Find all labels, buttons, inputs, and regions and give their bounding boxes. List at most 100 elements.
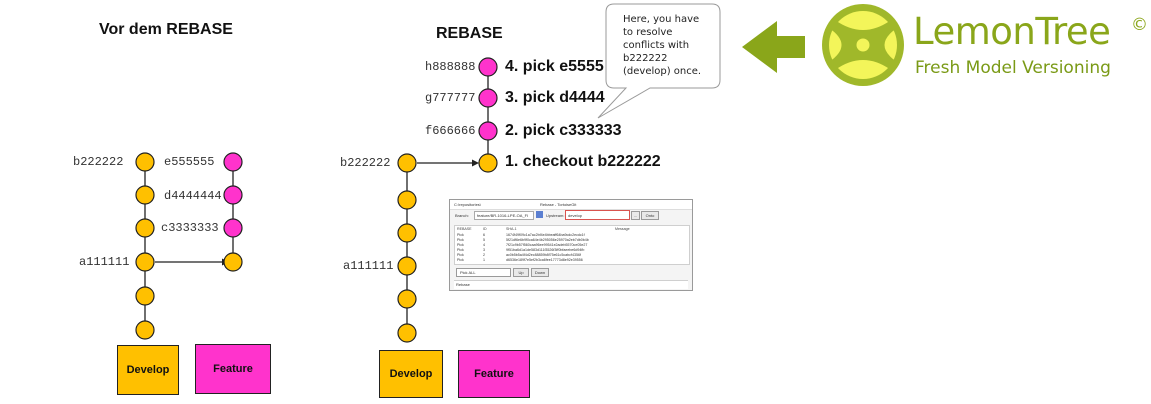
left-develop-node [135, 320, 155, 340]
mid-develop-node [397, 289, 417, 309]
col-message: Message [615, 227, 630, 231]
upstream-value: develop [568, 213, 583, 218]
row-id: 2 [483, 253, 485, 257]
table-row[interactable]: Pick 1 d6536e189f7e5ef2b3ca6fee17773d8e9… [455, 258, 689, 263]
row-sha: 9f51ba6d1a1de583d111f3526f3ff0bfaeebe6d9… [506, 248, 585, 252]
mid-checkout-arrowhead [472, 159, 479, 167]
row-action: Pick [457, 238, 464, 242]
mid-feature-box: Feature [458, 350, 530, 398]
mid-node-h888888 [478, 57, 498, 77]
mid-develop-node [397, 190, 417, 210]
row-sha: d6536e189f7e5ef2b3ca6fee17773d8e92e39556 [506, 258, 583, 262]
row-action: Pick [457, 253, 464, 257]
row-action: Pick [457, 248, 464, 252]
row-sha: 5f21df6e6b9f0ca64e4b295056e25970a2eb7db0… [506, 238, 589, 242]
rebase-dialog: C:\repositories\ Rebase - TortoiseGit Br… [449, 199, 693, 291]
logo-tagline: Fresh Model Versioning [915, 58, 1111, 78]
step-hash: f666666 [425, 124, 476, 138]
left-node-b222222 [135, 152, 155, 172]
mid-develop-node [397, 323, 417, 343]
dialog-title: Rebase - TortoiseGit [540, 202, 577, 207]
row-id: 1 [483, 258, 485, 262]
col-id: ID [483, 227, 487, 231]
left-feature-base-node [223, 252, 243, 272]
branch-label: Branch: [455, 213, 469, 218]
step-text: 1. checkout b222222 [505, 153, 661, 170]
col-sha: SHA-1 [506, 227, 517, 231]
mid-node-checkout [478, 153, 498, 173]
green-arrow-icon [742, 21, 805, 73]
mid-label-b222222: b222222 [340, 156, 391, 170]
mid-develop-box: Develop [379, 350, 443, 398]
step-hash: h888888 [425, 60, 476, 74]
callout-line: Here, you have [623, 14, 700, 25]
left-feature-box: Feature [195, 344, 271, 394]
left-node-a111111 [135, 252, 155, 272]
col-rebase: REBASE [457, 227, 472, 231]
lemontree-logo-icon [822, 4, 904, 86]
dialog-titlebar: C:\repositories\ Rebase - TortoiseGit [450, 200, 692, 210]
table-row[interactable]: Pick 2 ac0b5b5a4f4d2ec88859b8f75e61c5cab… [455, 253, 689, 258]
upstream-label: Upstream: [546, 213, 565, 218]
row-action: Pick [457, 233, 464, 237]
dialog-path: C:\repositories\ [454, 202, 481, 207]
step-text: 3. pick d4444 [505, 89, 605, 106]
table-row[interactable]: Pick 3 9f51ba6d1a1de583d111f3526f3ff0bfa… [455, 248, 689, 253]
onto-button[interactable]: Onto [641, 211, 659, 220]
branch-value: feature/BR-1016-LPE-OA_FI [477, 213, 529, 218]
callout-line: conflicts with [623, 40, 690, 51]
left-label-c3333333: c3333333 [161, 221, 219, 235]
branch-select[interactable]: feature/BR-1016-LPE-OA_FI [474, 211, 534, 220]
step-hash: g777777 [425, 91, 476, 105]
left-label-e555555: e555555 [164, 155, 215, 169]
row-action: Pick [457, 258, 464, 262]
bottom-tab[interactable]: Rebase [454, 280, 688, 289]
row-sha: 7f21c9b57f560caa96ee99541e2adeb5570ce05e… [506, 243, 588, 247]
left-title: Vor dem REBASE [99, 21, 233, 38]
mid-node-g777777 [478, 88, 498, 108]
left-node-e555555 [223, 152, 243, 172]
table-row[interactable]: Pick 6 1674f49f09c1a7ac2bf4e4bbeaff64ba9… [455, 233, 689, 238]
swap-icon[interactable] [536, 211, 543, 218]
more-button[interactable]: ... [631, 211, 640, 220]
table-row[interactable]: Pick 5 5f21df6e6b9f0ca64e4b295056e25970a… [455, 238, 689, 243]
upstream-select[interactable]: develop [565, 210, 630, 220]
left-develop-box: Develop [117, 345, 179, 395]
callout-bubble [597, 3, 721, 119]
pick-all-label: Pick ALL [460, 270, 476, 275]
left-develop-node [135, 185, 155, 205]
table-row[interactable]: Pick 4 7f21c9b57f560caa96ee99541e2adeb55… [455, 243, 689, 248]
row-id: 4 [483, 243, 485, 247]
step-text: 2. pick c333333 [505, 122, 622, 139]
left-label-d4444444: d4444444 [164, 189, 222, 203]
mid-develop-node [397, 223, 417, 243]
logo-copyright: © [1131, 15, 1148, 35]
row-sha: ac0b5b5a4f4d2ec88859b8f75e61c5cabcf4356f [506, 253, 581, 257]
row-id: 5 [483, 238, 485, 242]
mid-node-a111111 [397, 256, 417, 276]
callout-line: (develop) once. [623, 66, 702, 77]
commit-list: REBASE ID SHA-1 Message Pick 6 1674f49f0… [454, 225, 690, 265]
down-button[interactable]: Down [531, 268, 549, 277]
mid-node-f666666 [478, 121, 498, 141]
row-id: 6 [483, 233, 485, 237]
callout-line: to resolve [623, 27, 673, 38]
step-text: 4. pick e5555 [505, 58, 604, 75]
left-develop-node [135, 218, 155, 238]
left-label-a111111: a111111 [79, 255, 130, 269]
mid-node-b222222 [397, 153, 417, 173]
mid-title: REBASE [436, 25, 503, 42]
list-header: REBASE ID SHA-1 Message [455, 227, 689, 232]
left-node-d4444444 [223, 185, 243, 205]
row-sha: 1674f49f09c1a7ac2bf4e4bbeaff64ba9cdc2ecd… [506, 233, 585, 237]
up-button[interactable]: Up [513, 268, 529, 277]
bottom-tab-label: Rebase [456, 282, 470, 287]
pick-all-select[interactable]: Pick ALL [456, 268, 511, 277]
row-action: Pick [457, 243, 464, 247]
row-id: 3 [483, 248, 485, 252]
mid-label-a111111: a111111 [343, 259, 394, 273]
left-node-c3333333 [223, 218, 243, 238]
callout-line: b222222 [623, 53, 668, 64]
left-label-b222222: b222222 [73, 155, 124, 169]
